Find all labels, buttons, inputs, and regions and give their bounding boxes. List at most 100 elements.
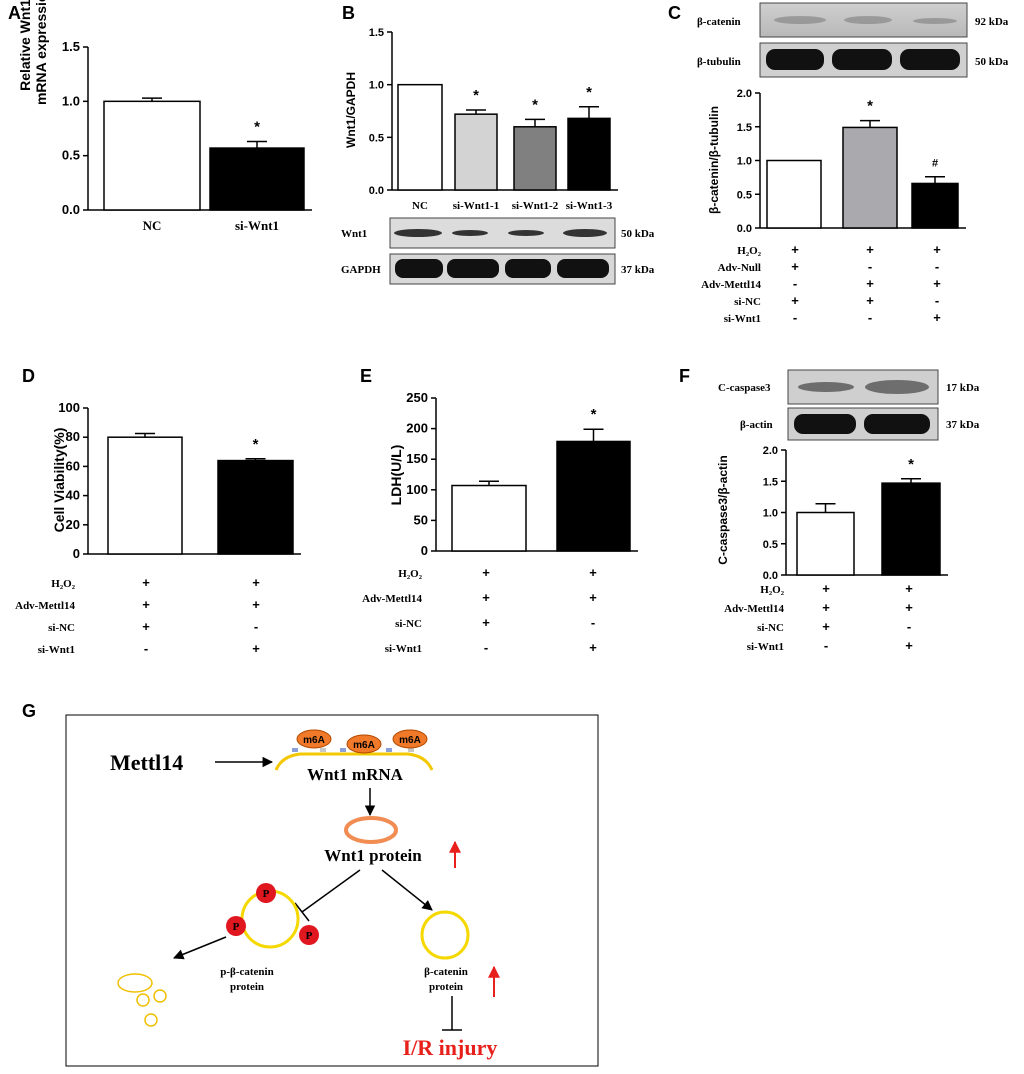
chart-d-ytick-label: 60	[66, 458, 80, 473]
chart-b-significance: *	[532, 96, 538, 113]
chart-f-condition-sign: +	[905, 638, 913, 653]
m6a-label-1: m6A	[303, 735, 325, 746]
chart-c-condition-sign: +	[866, 293, 874, 308]
chart-c-significance: #	[932, 158, 938, 170]
chart-b-category-label: NC	[412, 200, 428, 212]
chart-c-ylabel: β-catenin/β-tubulin	[707, 106, 721, 214]
blot-kda-ccaspase3: 17 kDa	[946, 382, 980, 394]
chart-c-condition-sign: +	[933, 276, 941, 291]
chart-b-significance: *	[473, 87, 479, 104]
chart-e-condition-sign: +	[589, 640, 597, 655]
chart-d-condition-sign: -	[144, 641, 148, 656]
mettl14-label: Mettl14	[110, 750, 183, 775]
chart-c-condition-sign: -	[935, 259, 939, 274]
chart-a-bar	[209, 147, 305, 211]
chart-d-ylabel: Cell Viability(%)	[51, 428, 67, 533]
chart-e-condition-sign: +	[482, 565, 490, 580]
chart-f-condition-sign: +	[822, 619, 830, 634]
chart-c-condition-sign: +	[933, 310, 941, 325]
chart-f-condition-sign: +	[905, 600, 913, 615]
chart-e-condition-label: Adv-Mettl14	[362, 593, 422, 605]
chart-b-ytick-label: 1.0	[369, 80, 384, 92]
chart-b-ylabel: Wnt1/GAPDH	[344, 72, 358, 148]
chart-f-bar	[796, 511, 855, 576]
chart-d-bar	[107, 436, 183, 555]
chart-c-condition-label: si-NC	[734, 296, 761, 308]
p-label-3: P	[306, 930, 313, 942]
chart-e-condition-label: H₂O₂	[398, 568, 422, 580]
chart-e-condition-label: si-NC	[395, 618, 422, 630]
chart-a-ylabel: Relative Wnt1	[17, 0, 33, 91]
panel-label-c: C	[668, 3, 681, 23]
chart-f-ytick-label: 0.0	[763, 570, 778, 582]
chart-d-bar	[217, 459, 294, 555]
ir-injury-label: I/R injury	[403, 1035, 498, 1060]
chart-d-significance: *	[253, 436, 259, 453]
chart-a-ytick-label: 1.0	[62, 93, 80, 108]
chart-e-significance: *	[591, 406, 597, 423]
chart-f-ytick-label: 1.5	[763, 476, 778, 488]
m6a-mark-2	[346, 734, 382, 754]
blot-kda-wnt1: 50 kDa	[621, 228, 655, 240]
chart-b-ytick-label: 1.5	[369, 27, 384, 39]
chart-e-ytick-label: 200	[406, 421, 428, 436]
chart-f-significance: *	[908, 456, 914, 473]
panel-label-a: A	[8, 3, 21, 23]
to-bcatenin-arrow	[381, 869, 433, 911]
blot-kda-bcatenin: 92 kDa	[975, 16, 1009, 28]
chart-e-condition-label: si-Wnt1	[385, 643, 422, 655]
chart-c-condition-label: H₂O₂	[737, 245, 761, 257]
chart-d-ytick-label: 40	[66, 488, 80, 503]
chart-c-condition-sign: +	[866, 242, 874, 257]
p-site-3	[299, 925, 319, 945]
chart-b-category-label: si-Wnt1-3	[566, 200, 613, 212]
chart-c-condition-sign: +	[791, 293, 799, 308]
chart-b-ytick-label: 0.5	[369, 132, 384, 144]
panel-label-e: E	[360, 366, 372, 386]
chart-c-significance: *	[867, 98, 873, 115]
chart-e-condition-sign: -	[591, 615, 595, 630]
chart-c-condition-sign: +	[866, 276, 874, 291]
inhibition-pbcat	[301, 869, 361, 913]
chart-d-condition-label: si-Wnt1	[38, 644, 75, 656]
chart-d-condition-label: Adv-Mettl14	[15, 600, 75, 612]
western-blots: Wnt1 50 kDa GAPDH 37 kDa β-catenin 92 kD…	[341, 2, 1009, 441]
p-label-2: P	[233, 921, 240, 933]
blot-kda-gapdh: 37 kDa	[621, 264, 655, 276]
chart-c-condition-sign: -	[793, 276, 797, 291]
panel-label-f: F	[679, 366, 690, 386]
chart-c-condition-sign: +	[791, 259, 799, 274]
bcatenin-label-2: protein	[429, 981, 463, 993]
chart-f-condition-sign: +	[822, 600, 830, 615]
chart-f-condition-sign: -	[824, 638, 828, 653]
chart-d-condition-sign: +	[142, 597, 150, 612]
bcatenin-ring	[420, 910, 470, 960]
chart-e-bar	[556, 440, 631, 552]
chart-c-condition-label: Adv-Mettl14	[701, 279, 761, 291]
panel-label-b: B	[342, 3, 355, 23]
m6a-mark-3	[392, 729, 428, 749]
chart-c-bar	[911, 182, 959, 229]
chart-f-bar	[881, 482, 941, 576]
chart-c-bar	[842, 126, 898, 229]
chart-e-condition-sign: +	[482, 590, 490, 605]
chart-e-condition-sign: -	[484, 640, 488, 655]
chart-d-ytick-label: 20	[66, 517, 80, 532]
chart-c-condition-sign: -	[868, 259, 872, 274]
chart-f-condition-label: si-Wnt1	[747, 641, 784, 653]
blot-kda-btubulin: 50 kDa	[975, 56, 1009, 68]
chart-e-ytick-label: 250	[406, 390, 428, 405]
chart-b-bar	[397, 83, 443, 191]
chart-e-ytick-label: 100	[406, 482, 428, 497]
chart-f-condition-label: si-NC	[757, 622, 784, 634]
chart-e-ylabel: LDH(U/L)	[388, 445, 404, 506]
chart-b-ytick-label: 0.0	[369, 185, 384, 197]
p-site-2	[226, 916, 246, 936]
chart-c-bar	[766, 159, 822, 229]
blot-label-gapdh: GAPDH	[341, 264, 381, 276]
chart-b-category-label: si-Wnt1-1	[453, 200, 499, 212]
chart-f-ytick-label: 1.0	[763, 508, 778, 520]
chart-c-condition-sign: +	[791, 242, 799, 257]
mechanism-diagram: Mettl14 m6A m6A m6A Wnt1 mRNA Wnt1 prote…	[65, 714, 599, 1067]
